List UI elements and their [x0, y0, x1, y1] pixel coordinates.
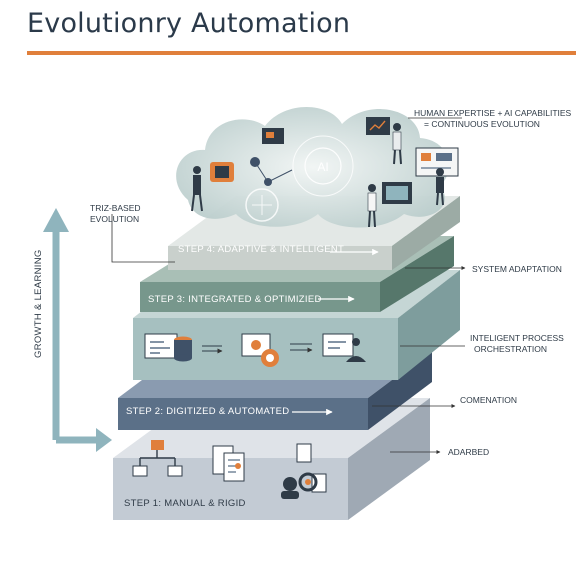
settings-gear-icon: [281, 443, 327, 499]
annotation-orchestration-line1: INTELIGENT PROCESS: [470, 333, 564, 343]
person-laptop-icon: [322, 333, 366, 362]
person-icon: [191, 166, 203, 212]
annotation-orchestration-line2: ORCHESTRATION: [474, 344, 547, 354]
step-3-label: STEP 3: INTEGRATED & OPTIMIZIED: [148, 294, 322, 305]
annotation-human-line2: = CONTINUOUS EVOLUTION: [424, 119, 540, 129]
annotation-system-adaptation: SYSTEM ADAPTATION: [472, 264, 562, 274]
annotation-leaders: [111, 117, 466, 454]
documents-icon: [212, 445, 245, 482]
person-presenter-icon: [366, 117, 402, 165]
annotation-triz-line2: EVOLUTION: [90, 214, 139, 224]
step-2-label: STEP 2: DIGITIZED & AUTOMATED: [126, 406, 289, 417]
page-title: Evolutionry Automation: [27, 8, 351, 39]
annotation-comenation: COMENATION: [460, 395, 517, 405]
annotation-human-line1: HUMAN EXPERTISE + AI CAPABILITIES: [414, 108, 572, 118]
circuit-nodes: [210, 128, 293, 186]
dashboard-icon: [144, 333, 178, 359]
ai-cloud: AI: [176, 107, 459, 228]
ai-brain-icon: [245, 188, 279, 222]
analytics-screen-icon: [241, 333, 279, 367]
person-dashboard-icon: [367, 182, 412, 228]
person-board-icon: [415, 147, 459, 206]
growth-axis-label: GROWTH & LEARNING: [33, 249, 44, 358]
step-1-label: STEP 1: MANUAL & RIGID: [124, 498, 246, 509]
ai-badge: AI: [317, 160, 328, 174]
flowchart-icon: [132, 440, 183, 477]
step-4-label: STEP 4: ADAPTIVE & INTELLIGENT: [178, 244, 344, 255]
title-underline: [27, 51, 576, 55]
annotation-triz-line1: TRIZ-BASED: [90, 203, 141, 213]
growth-axis-arrow: [43, 208, 112, 452]
database-icon: [174, 336, 192, 362]
annotation-adarbed: ADARBED: [448, 447, 489, 457]
